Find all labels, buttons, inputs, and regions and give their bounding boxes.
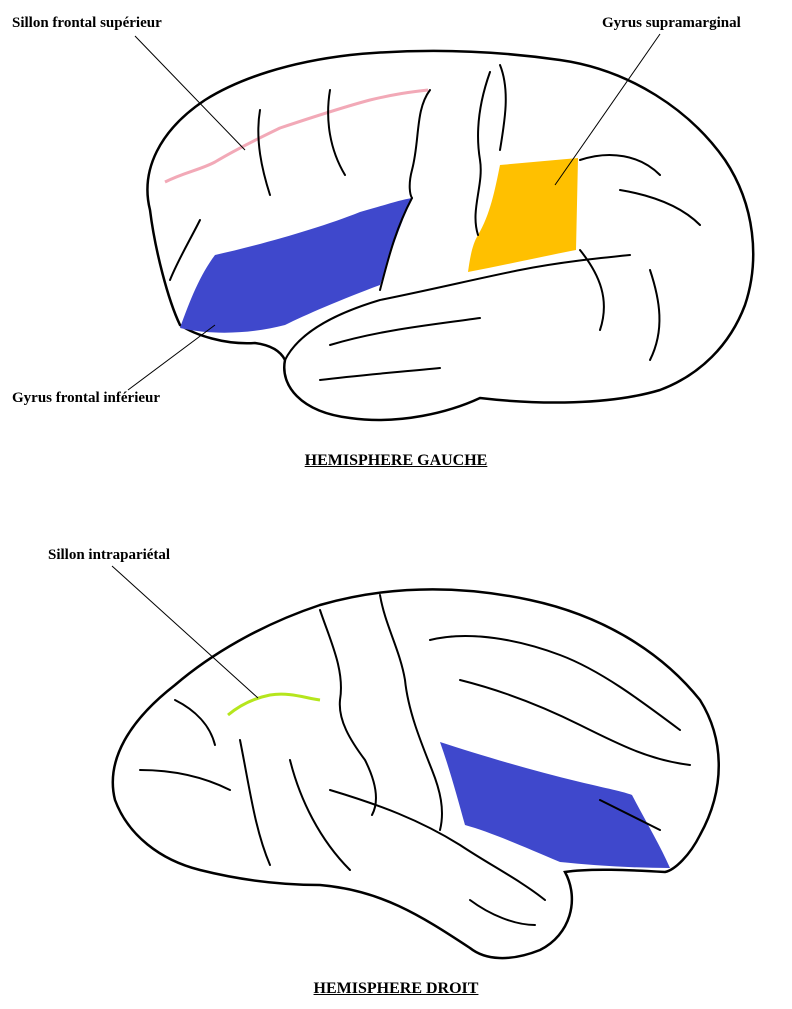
right-brain-outline bbox=[113, 589, 719, 958]
caption-right-hemisphere: HEMISPHERE DROIT bbox=[0, 980, 792, 998]
